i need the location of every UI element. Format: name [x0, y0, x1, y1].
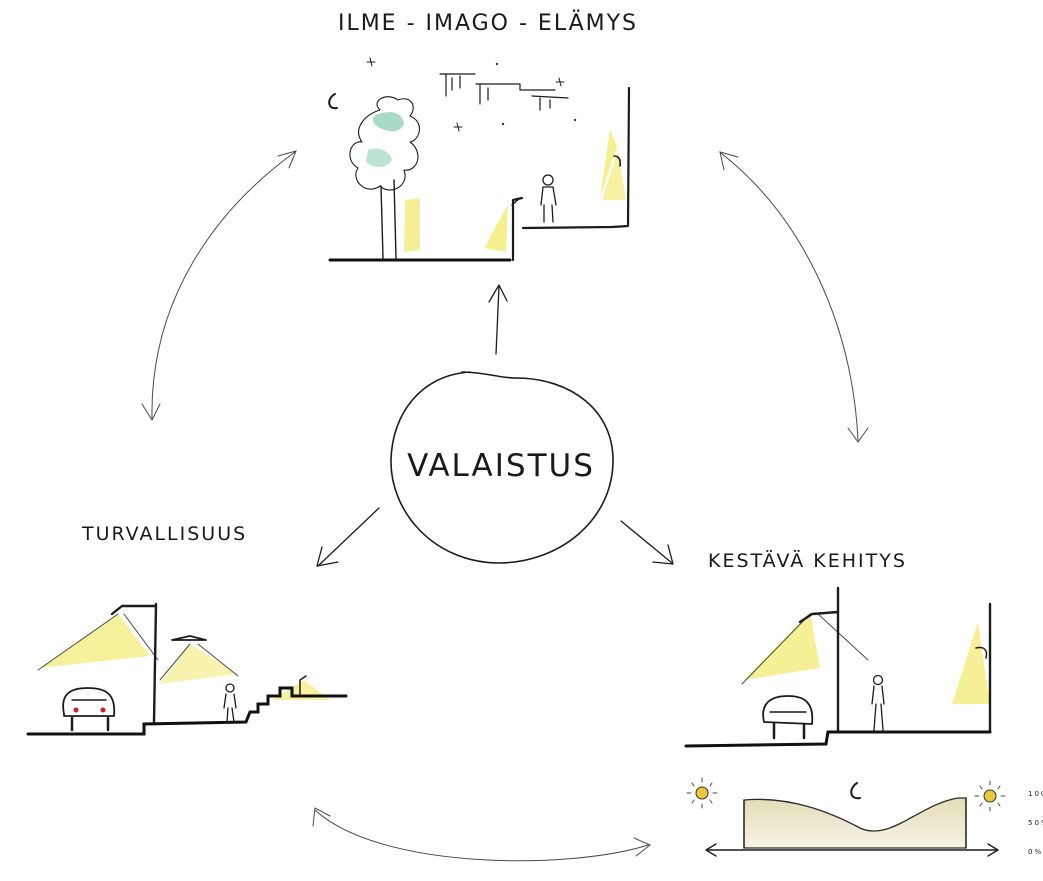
person-icon	[223, 683, 237, 723]
light-level-area	[743, 797, 967, 849]
top-node-label: ILME - IMAGO - ELÄMYS	[338, 10, 638, 36]
sun-icon	[686, 777, 718, 809]
arrow-top-left-cycle	[141, 150, 297, 422]
arrow-center-to-left	[316, 507, 380, 567]
sustainable-street-sketch	[684, 586, 992, 748]
car-icon	[762, 695, 814, 740]
center-label: VALAISTUS	[407, 448, 595, 484]
safety-street-sketch	[26, 602, 348, 736]
arrow-top-right-cycle	[719, 151, 869, 443]
sun-icon	[974, 780, 1006, 812]
moon-icon	[850, 782, 861, 800]
center-circle: VALAISTUS	[390, 371, 614, 564]
right-node-label: KESTÄVÄ KEHITYS	[708, 549, 907, 572]
arrow-center-to-right	[620, 520, 674, 565]
night-scene-sketch	[328, 57, 631, 262]
moon-icon	[328, 93, 338, 110]
arrow-center-to-top	[488, 284, 508, 355]
daylight-chart: 100 50% 0%	[686, 777, 1043, 857]
left-node-label: TURVALLISUUS	[81, 523, 247, 545]
star-icon	[366, 57, 376, 67]
arrow-bottom-cycle	[312, 807, 651, 862]
y-tick-label: 100	[1028, 790, 1043, 798]
star-icon	[555, 77, 565, 87]
star-icon	[453, 122, 463, 132]
person-icon	[871, 674, 885, 731]
car-icon	[62, 687, 116, 732]
person-icon	[540, 174, 557, 223]
y-tick-label: 50%	[1028, 819, 1043, 827]
y-tick-label: 0%	[1028, 848, 1043, 856]
